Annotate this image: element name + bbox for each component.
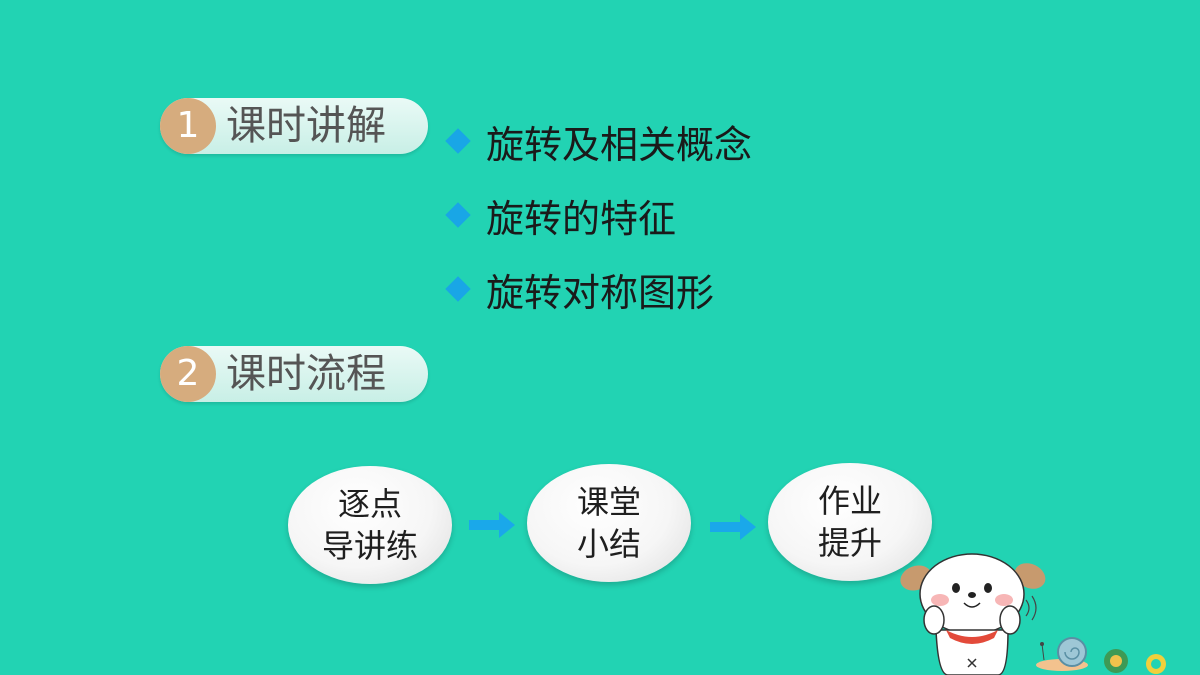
topic-label: 旋转及相关概念 [486, 122, 753, 167]
section-header-lesson-flow: 2 课时流程 [160, 346, 428, 402]
flow-step-line: 提升 [817, 524, 882, 562]
puppy-mascot-icon [900, 553, 1166, 675]
flow-step-line: 课堂 [576, 483, 641, 521]
topic-label: 旋转对称图形 [486, 270, 715, 315]
topic-item[interactable]: 旋转及相关概念 [444, 104, 752, 178]
topic-item[interactable]: 旋转对称图形 [444, 252, 752, 326]
flow-step-class-summary[interactable]: 课堂 小结 [527, 464, 691, 582]
topic-label: 旋转的特征 [486, 196, 677, 241]
flow-step-line: 导讲练 [321, 527, 418, 565]
flow-step-line: 小结 [576, 525, 641, 563]
topic-item[interactable]: 旋转的特征 [444, 178, 752, 252]
section-header-lesson-explanation: 1 课时讲解 [160, 98, 428, 154]
flow-step-point-by-point-practice[interactable]: 逐点 导讲练 [288, 466, 452, 584]
section-title: 课时流程 [226, 351, 386, 397]
flow-step-line: 逐点 [337, 485, 402, 523]
right-arrow-icon [710, 514, 756, 540]
diamond-bullet-icon [445, 128, 471, 154]
section-title: 课时讲解 [226, 103, 386, 149]
diamond-bullet-icon [445, 202, 471, 228]
flow-step-homework[interactable]: 作业 提升 [768, 463, 932, 581]
right-arrow-icon [469, 512, 515, 538]
section-number-badge: 1 [160, 98, 216, 154]
diamond-bullet-icon [445, 276, 471, 302]
topic-list: 旋转及相关概念 旋转的特征 旋转对称图形 [444, 104, 752, 326]
flow-step-line: 作业 [817, 482, 882, 520]
section-number-badge: 2 [160, 346, 216, 402]
